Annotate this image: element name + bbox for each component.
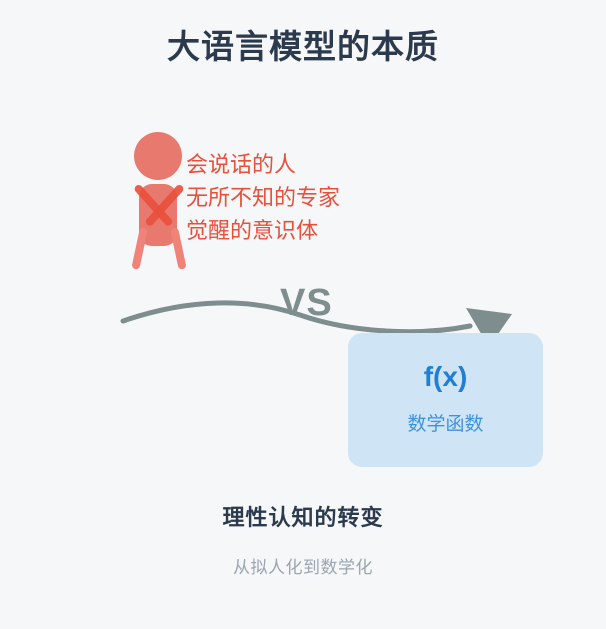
person-leg-left-shape bbox=[131, 227, 148, 270]
anthropomorphic-claims-list: 会说话的人 无所不知的专家 觉醒的意识体 bbox=[186, 148, 340, 247]
claim-item: 会说话的人 bbox=[186, 152, 297, 177]
person-head-shape bbox=[134, 132, 182, 180]
person-figure-icon bbox=[118, 132, 196, 270]
footer-subtitle: 从拟人化到数学化 bbox=[233, 558, 373, 577]
curved-arrow-icon bbox=[120, 300, 512, 347]
function-box: f(x) 数学函数 bbox=[348, 333, 543, 467]
person-leg-right-shape bbox=[170, 227, 187, 270]
function-box-title: f(x) bbox=[423, 361, 468, 392]
claim-item: 无所不知的专家 bbox=[186, 185, 341, 210]
function-box-subtitle: 数学函数 bbox=[407, 414, 484, 435]
vs-label: VS bbox=[280, 282, 333, 324]
claim-item: 觉醒的意识体 bbox=[186, 218, 319, 243]
footer-title: 理性认知的转变 bbox=[222, 505, 384, 530]
page-title: 大语言模型的本质 bbox=[167, 28, 439, 65]
